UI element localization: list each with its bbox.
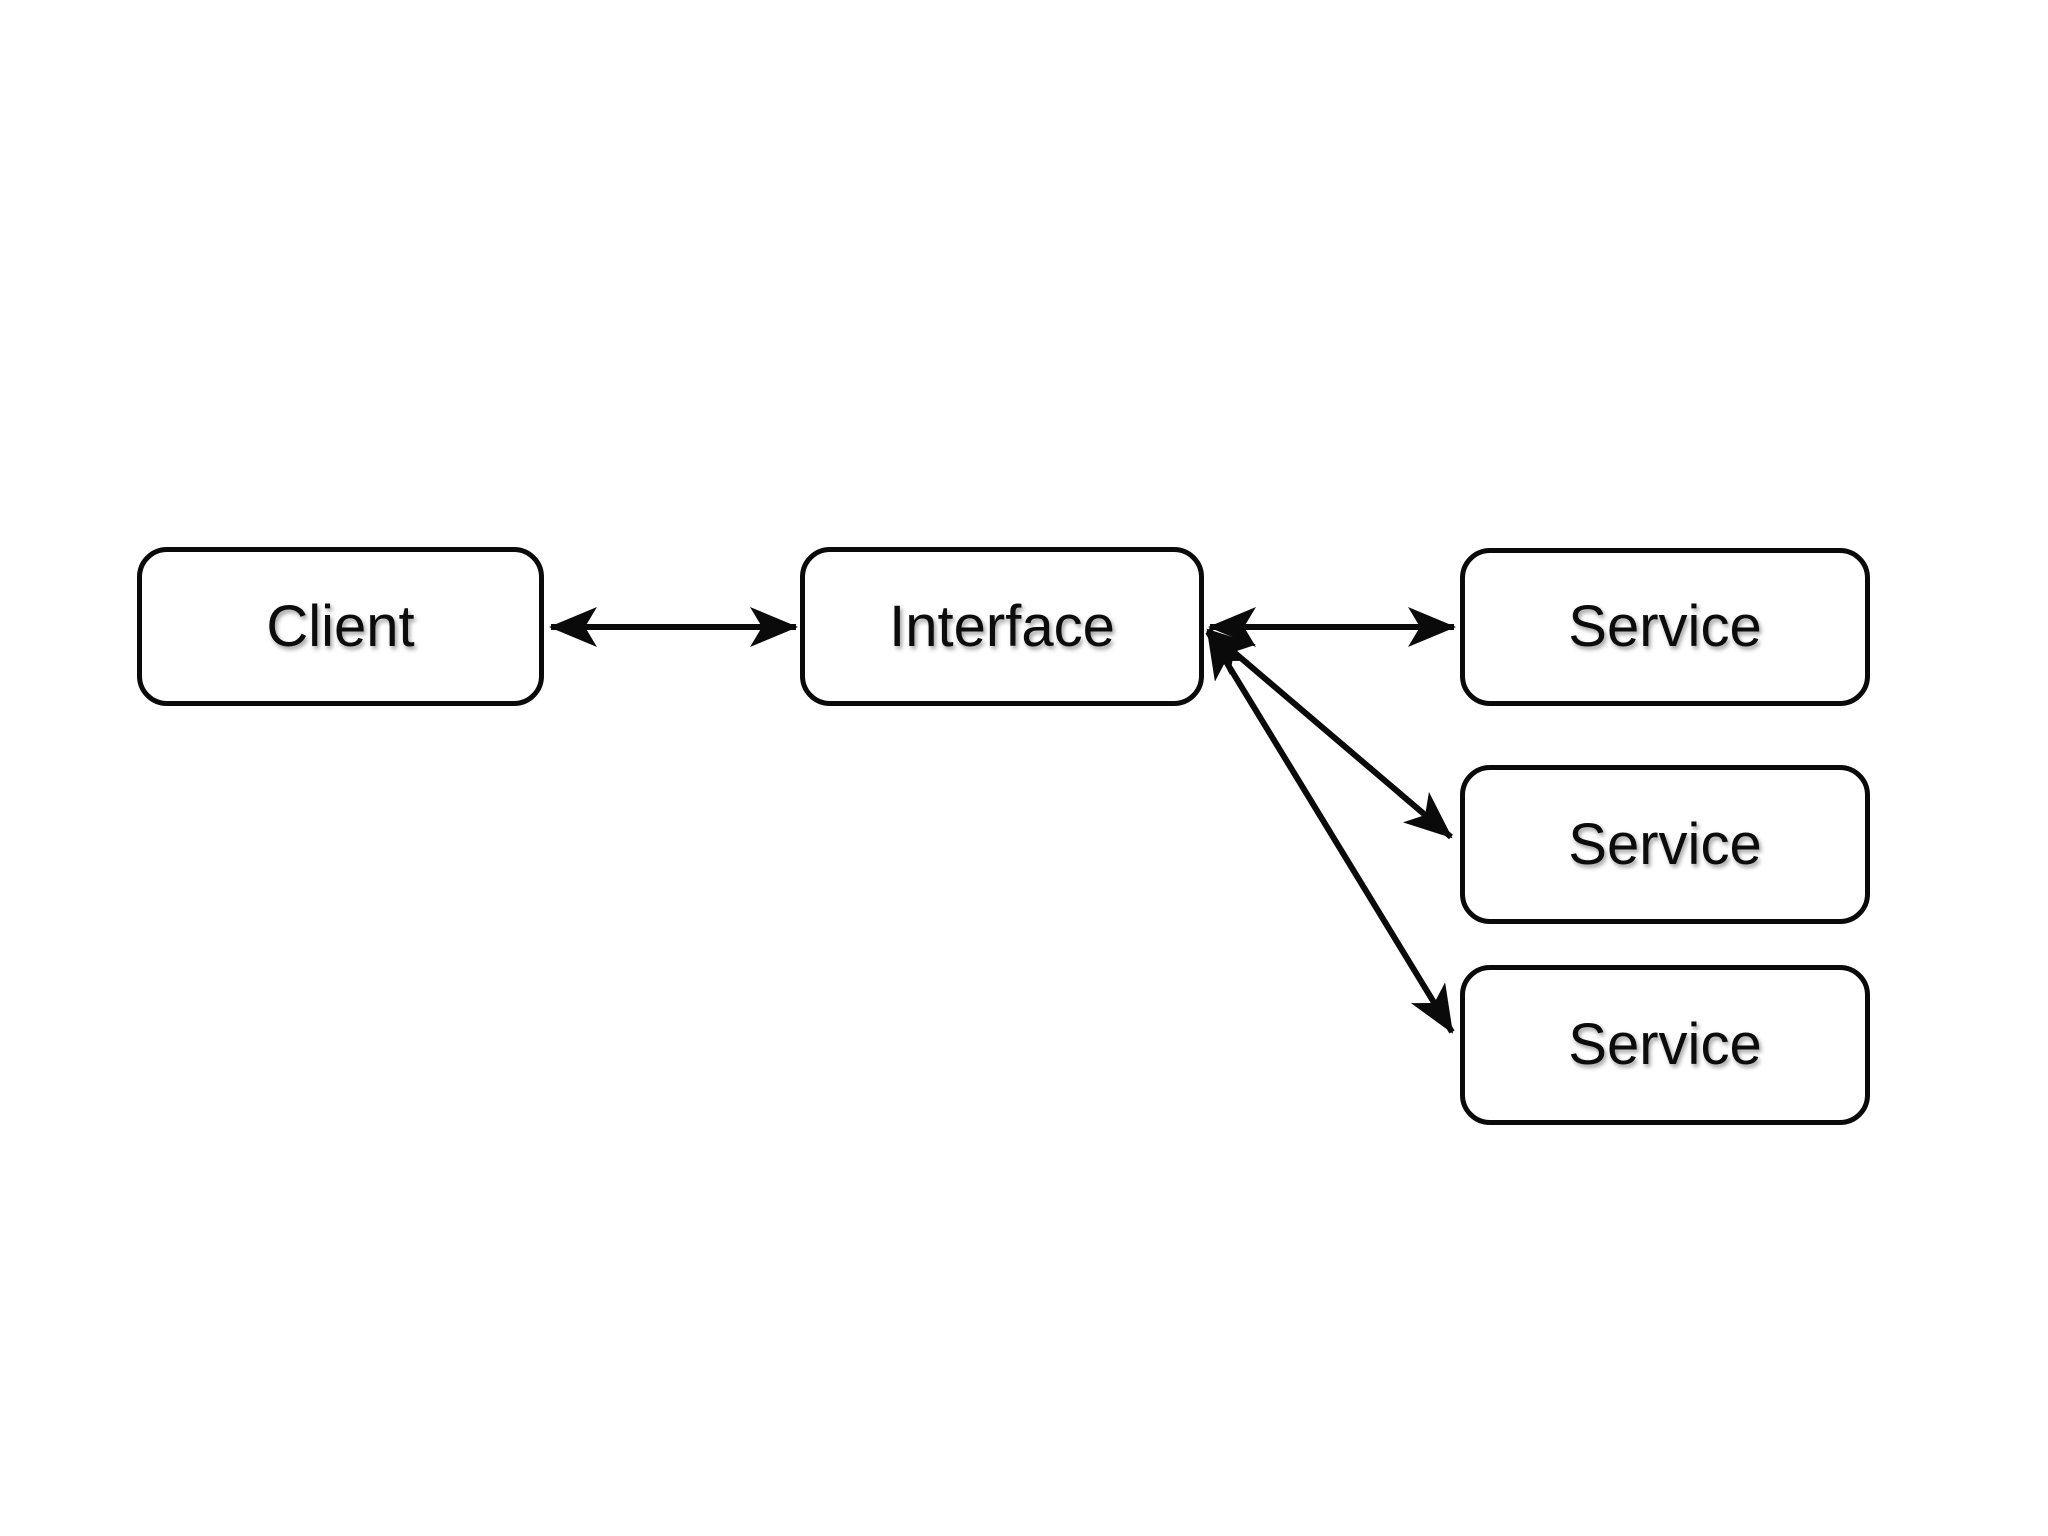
node-interface: Interface [800,547,1204,706]
node-service-3-label: Service [1568,1012,1762,1077]
node-client-label: Client [266,593,415,659]
node-service-1: Service [1460,548,1870,706]
node-interface-label: Interface [889,593,1115,659]
node-service-3: Service [1460,965,1870,1125]
edge-interface-service-3 [1205,630,1455,1034]
node-service-1-label: Service [1568,594,1762,659]
node-service-2: Service [1460,765,1870,924]
edge-interface-service-2 [1206,627,1453,840]
node-client: Client [137,547,544,706]
node-service-2-label: Service [1568,811,1762,877]
